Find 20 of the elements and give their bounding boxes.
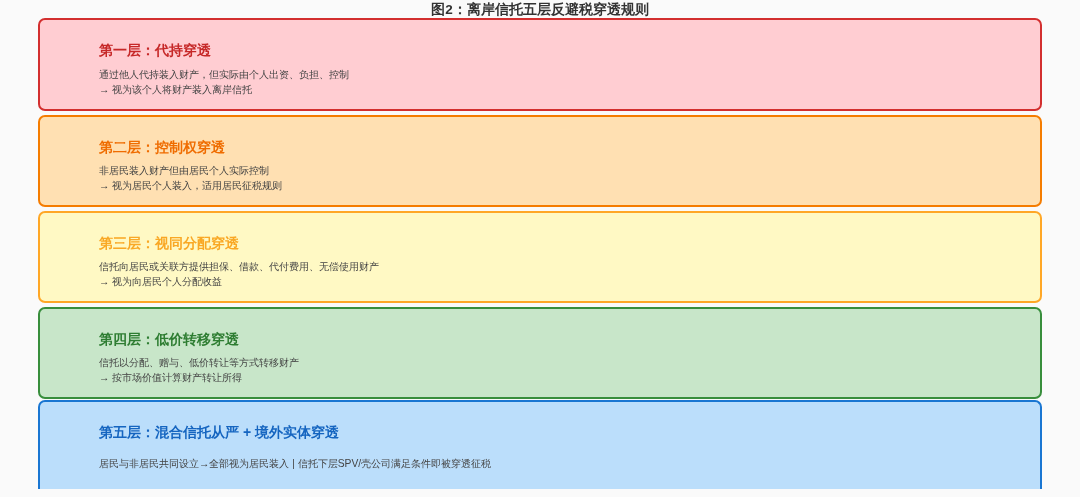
layer-box [38,307,1042,399]
diagram-title: 图2：离岸信托五层反避税穿透规则 [431,2,649,17]
layer-heading: 第五层：混合信托从严 + 境外实体穿透 [99,423,339,441]
description-text: 通过他人代持装入财产，但实际由个人出资、负担、控制 [99,68,349,82]
description-text: 信托向居民或关联方提供担保、借款、代付费用、无偿使用财产 [99,260,379,274]
layer-heading: 第一层：代持穿透 [99,41,211,59]
description-text: 居民与非居民共同设立→全部视为居民装入 | 信托下层SPV/壳公司满足条件即被穿透征税 [99,457,492,471]
layer-box [38,211,1042,303]
description-text: 信托以分配、赠与、低价转让等方式转移财产 [99,356,299,370]
description-text: → 视为该个人将财产装入离岸信托 [99,83,253,97]
layer-heading: 第二层：控制权穿透 [99,138,225,156]
layer-heading: 第四层：低价转移穿透 [99,330,239,348]
description-text: 非居民装入财产但由居民个人实际控制 [99,164,269,178]
layer-box [38,400,1042,489]
description-text: → 视为居民个人装入，适用居民征税规则 [99,179,283,193]
description-text: → 按市场价值计算财产转让所得 [99,371,243,385]
layer-box [38,115,1042,207]
layer-heading: 第三层：视同分配穿透 [99,234,239,252]
description-text: → 视为向居民个人分配收益 [99,275,223,289]
layer-box [38,18,1042,111]
